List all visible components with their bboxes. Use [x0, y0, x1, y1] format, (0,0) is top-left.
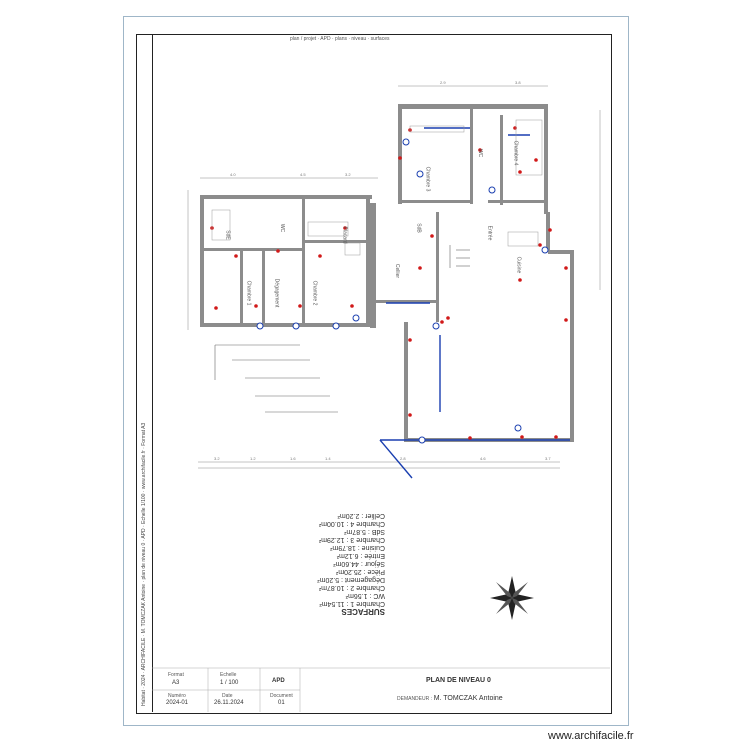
- surface-line: Chambre 2 : 10.87m²: [318, 584, 385, 591]
- date-label: Date: [222, 693, 233, 699]
- svg-text:4.6: 4.6: [480, 456, 486, 461]
- svg-text:1.4: 1.4: [325, 456, 331, 461]
- room-label: Cuisine: [515, 256, 522, 274]
- surface-line: Cellier : 2.20m²: [337, 512, 385, 519]
- room-label: Chambre 4: [512, 140, 519, 166]
- room-label: Dégagement: [273, 278, 280, 308]
- surface-line: Chambre 3 : 12.29m²: [318, 536, 385, 543]
- furniture: [211, 119, 543, 256]
- client-prefix: DEMANDEUR :: [397, 696, 433, 702]
- room-label: WC: [279, 223, 286, 233]
- surface-line: Chambre 1 : 11.54m²: [319, 600, 385, 607]
- room-label: Cellier: [394, 263, 401, 279]
- drawing-frame: [136, 34, 612, 714]
- surface-line: Entrée : 6.12m²: [336, 552, 385, 559]
- plan-title: PLAN DE NIVEAU 0: [426, 677, 491, 684]
- svg-text:3.2: 3.2: [214, 456, 220, 461]
- sheet-label: Document: [270, 693, 293, 699]
- top-note: plan / projet · APD · plans · niveau · s…: [290, 36, 390, 42]
- room-label: Entrée: [486, 225, 493, 241]
- room-label: Placard: [341, 226, 348, 244]
- svg-text:3.7: 3.7: [545, 456, 551, 461]
- sheet-value: 01: [278, 700, 285, 706]
- client-line: DEMANDEUR : M. TOMCZAK Antoine: [397, 695, 503, 702]
- surface-line: Pièce : 25.20m²: [335, 568, 385, 575]
- surface-line: Chambre 4 : 10.00m²: [318, 520, 385, 527]
- dimension-lines: [187, 85, 601, 469]
- surface-line: Cuisine : 18.79m²: [330, 544, 385, 551]
- surface-line: Séjour : 44.60m²: [333, 560, 385, 567]
- network-sockets: [256, 138, 549, 444]
- scale-label: Echelle: [220, 672, 237, 678]
- format-value: A3: [172, 680, 180, 686]
- dimension-ticks: 4.0 4.5 3.2 2.9 3.8 3.2 1.2 1.6 1.4 2.8 4.6 3.7: [214, 80, 551, 461]
- room-label: SdE: [224, 230, 231, 240]
- client-name: M. TOMCZAK Antoine: [433, 695, 503, 702]
- network-lines: [379, 127, 570, 479]
- svg-text:2.9: 2.9: [440, 80, 446, 85]
- svg-text:4.0: 4.0: [230, 172, 236, 177]
- format-label: Format: [168, 672, 184, 678]
- compass-rose: [490, 576, 534, 620]
- terrace: [214, 245, 470, 413]
- surface-line: WC : 1.56m²: [345, 592, 385, 599]
- number-value: 2024-01: [166, 700, 189, 706]
- surface-line: Dégagement : 5.20m²: [317, 576, 385, 583]
- surface-line: SdB : 5.87m²: [344, 528, 385, 535]
- scale-value: 1 / 100: [220, 680, 239, 686]
- svg-text:3.8: 3.8: [515, 80, 521, 85]
- side-strip: [138, 34, 153, 712]
- svg-text:4.5: 4.5: [300, 172, 306, 177]
- svg-text:1.6: 1.6: [290, 456, 296, 461]
- phase-label: APD: [272, 678, 285, 684]
- svg-text:2.8: 2.8: [400, 456, 406, 461]
- room-label: Chambre 3: [424, 166, 431, 192]
- room-label: Chambre 2: [311, 280, 318, 306]
- svg-text:3.2: 3.2: [345, 172, 351, 177]
- number-label: Numéro: [168, 693, 186, 699]
- svg-text:1.2: 1.2: [250, 456, 256, 461]
- room-label: Chambre 1: [245, 280, 252, 306]
- title-block-grid: [152, 667, 610, 712]
- room-label: SdB: [415, 223, 422, 233]
- room-label: WC: [477, 148, 484, 158]
- surfaces-title: SURFACES: [341, 607, 385, 616]
- date-value: 26.11.2024: [214, 700, 244, 706]
- watermark: www.archifacile.fr: [548, 730, 634, 742]
